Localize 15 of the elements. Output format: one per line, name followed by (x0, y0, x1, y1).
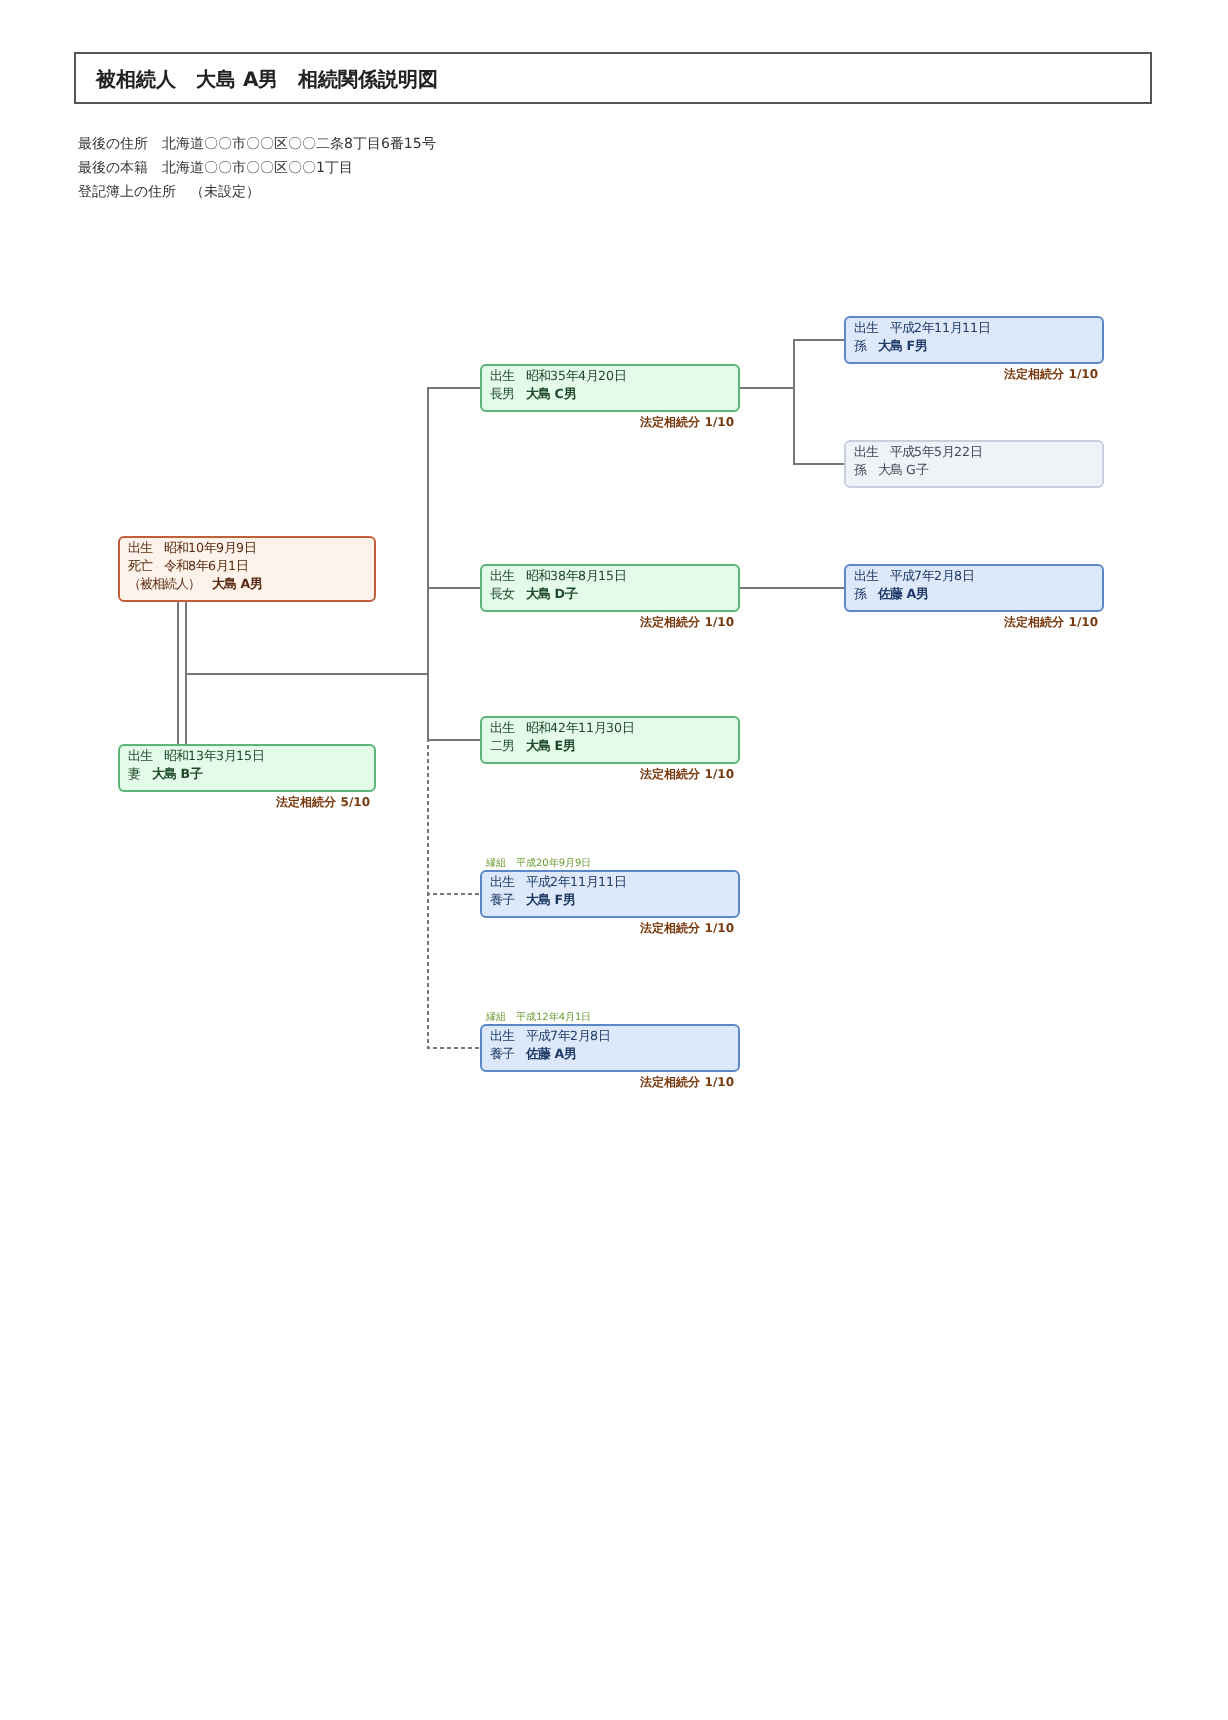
person-box (480, 364, 740, 412)
connector-line (739, 387, 845, 465)
person-box (480, 870, 740, 918)
person-box (844, 564, 1104, 612)
marriage-line (177, 601, 187, 745)
person-box (118, 744, 376, 792)
connector-line (185, 601, 481, 741)
person-box (844, 316, 1104, 364)
person-box (480, 716, 740, 764)
person-box (480, 564, 740, 612)
person-box (480, 1024, 740, 1072)
connector-line (739, 587, 845, 589)
person-box (118, 536, 376, 602)
title: 被相続人 大島 A男 相続関係説明図 (96, 67, 439, 94)
person-box (844, 440, 1104, 488)
